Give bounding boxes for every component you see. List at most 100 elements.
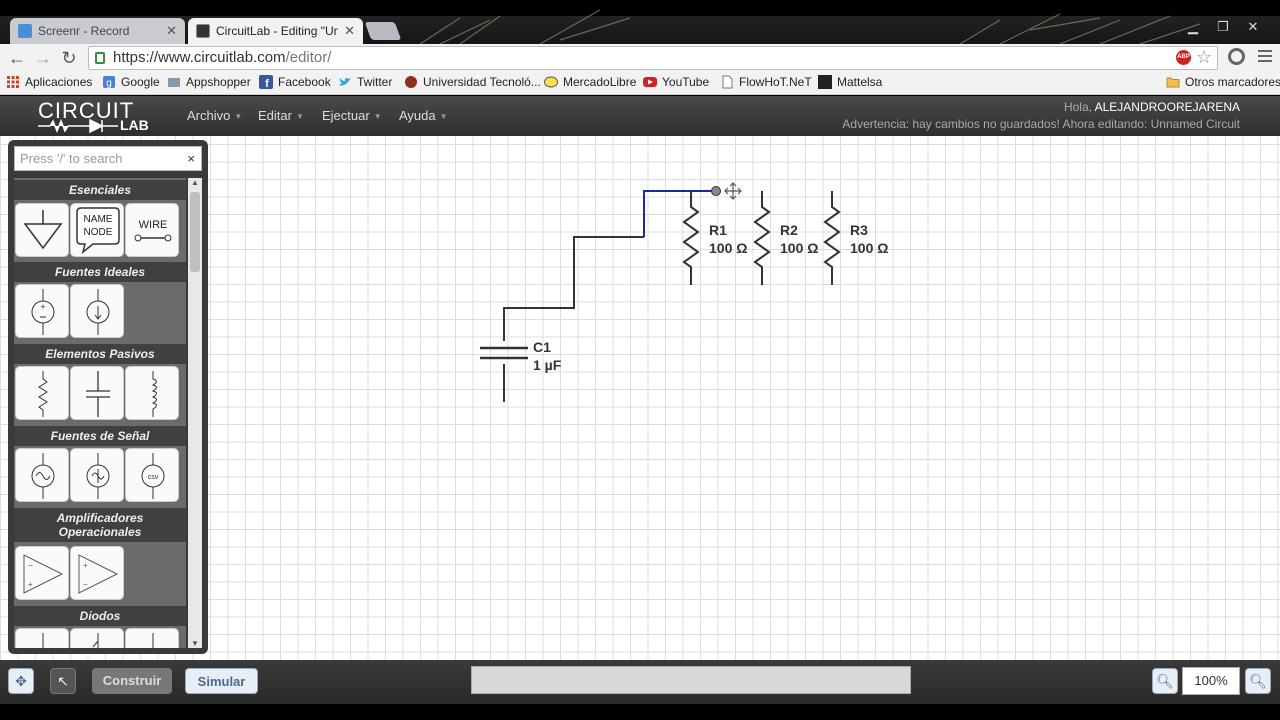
- logo-bottom-text: LAB: [120, 117, 149, 133]
- menu-label: Editar: [258, 108, 292, 123]
- app-header: CIRCUIT LAB Archivo▼ Editar▼ Ejectuar▼ A…: [0, 96, 1280, 136]
- svg-text:+: +: [28, 580, 33, 589]
- caret-down-icon: ▼: [439, 112, 448, 122]
- schematic-canvas[interactable]: R1 100 Ω R2 100 Ω R3 100 Ω C1 1 µF: [0, 136, 1280, 660]
- wire-component[interactable]: WIRE: [125, 203, 179, 257]
- zoom-out-icon[interactable]: 🔍︎: [1152, 668, 1178, 694]
- resistor-component[interactable]: [15, 366, 69, 420]
- ac-voltage-source-component[interactable]: [15, 448, 69, 502]
- zener-component[interactable]: [70, 628, 124, 648]
- bookmark-label: Universidad Tecnoló...: [423, 75, 541, 89]
- menu-ayuda[interactable]: Ayuda▼: [399, 108, 448, 123]
- ac-current-source-component[interactable]: [70, 448, 124, 502]
- category-elementos-pasivos[interactable]: Elementos Pasivos: [14, 344, 186, 364]
- menu-editar[interactable]: Editar▼: [258, 108, 304, 123]
- tab-circuitlab[interactable]: CircuitLab - Editing "Unna ✕: [188, 18, 363, 44]
- scroll-up-icon[interactable]: ▲: [191, 178, 199, 187]
- name-node-line2: NODE: [84, 227, 113, 238]
- bookmark-star-icon[interactable]: ☆: [1196, 47, 1213, 67]
- ground-component[interactable]: [15, 203, 69, 257]
- bookmark-youtube[interactable]: YouTube: [643, 75, 709, 89]
- name-node-component[interactable]: NAME NODE: [70, 203, 124, 257]
- zoom-level[interactable]: 100%: [1182, 667, 1240, 695]
- bookmark-facebook[interactable]: f Facebook: [259, 75, 331, 89]
- current-source-component[interactable]: [70, 284, 124, 338]
- tab-screenr[interactable]: Screenr - Record ✕: [10, 18, 185, 44]
- url-path: /editor/: [285, 49, 332, 66]
- restore-icon[interactable]: ❐: [1217, 19, 1229, 34]
- csv-source-component[interactable]: csv: [125, 448, 179, 502]
- bookmark-label: Facebook: [278, 75, 331, 89]
- new-tab-button[interactable]: [364, 22, 402, 40]
- circuit-wires[interactable]: [503, 236, 644, 402]
- wire-label: WIRE: [139, 219, 168, 231]
- username[interactable]: ALEJANDROOREJARENA: [1094, 100, 1240, 114]
- resistor-r3[interactable]: [823, 191, 841, 285]
- opamp-component[interactable]: −+: [15, 546, 69, 600]
- window-background-art: [419, 9, 1201, 44]
- bookmark-universidad[interactable]: Universidad Tecnoló...: [404, 75, 541, 89]
- bookmark-twitter[interactable]: Twitter: [338, 75, 392, 89]
- category-amplificadores[interactable]: Amplificadores Operacionales: [14, 508, 186, 542]
- bookmark-aplicaciones[interactable]: Aplicaciones: [6, 75, 92, 89]
- university-icon: [405, 76, 417, 88]
- svg-text:−: −: [28, 561, 33, 570]
- opamp-alt-component[interactable]: +−: [70, 546, 124, 600]
- reload-icon[interactable]: ↻: [61, 48, 77, 68]
- bookmark-appshopper[interactable]: Appshopper: [167, 75, 251, 89]
- category-fuentes-ideales[interactable]: Fuentes Ideales: [14, 262, 186, 282]
- diode-component[interactable]: [15, 628, 69, 648]
- caret-down-icon: ▼: [373, 112, 382, 122]
- pan-tool-icon[interactable]: ✥: [8, 668, 34, 694]
- menu-label: Ayuda: [399, 108, 436, 123]
- capacitor-icon: [86, 371, 110, 417]
- category-diodos[interactable]: Diodos: [14, 606, 186, 626]
- category-fuentes-de-senal[interactable]: Fuentes de Señal: [14, 426, 186, 446]
- category-esenciales[interactable]: Esenciales: [14, 180, 186, 200]
- tab-title: Screenr - Record: [38, 24, 130, 38]
- resistor-icon: [38, 371, 48, 417]
- capacitor-c1[interactable]: [480, 346, 528, 360]
- close-window-icon[interactable]: ✕: [1247, 19, 1259, 34]
- other-bookmarks[interactable]: Otros marcadores: [1166, 75, 1280, 89]
- menu-ejectuar[interactable]: Ejectuar▼: [322, 108, 382, 123]
- resistor-r1[interactable]: [682, 200, 700, 285]
- circuitlab-logo[interactable]: CIRCUIT LAB: [38, 98, 168, 134]
- lock-icon: [95, 52, 105, 64]
- svg-text:+: +: [40, 302, 45, 312]
- scroll-down-icon[interactable]: ▼: [191, 639, 199, 648]
- menu-archivo[interactable]: Archivo▼: [187, 108, 242, 123]
- back-arrow-icon[interactable]: ←: [8, 48, 26, 68]
- extension-icon[interactable]: [1228, 48, 1245, 65]
- simulate-button[interactable]: Simular: [185, 668, 258, 694]
- bookmark-label: YouTube: [662, 75, 710, 89]
- forward-arrow-icon[interactable]: →: [34, 48, 52, 68]
- bookmark-flowhot[interactable]: FlowHoT.NeT: [720, 75, 812, 89]
- build-mode-button[interactable]: Construir: [92, 668, 172, 694]
- led-component[interactable]: [125, 628, 179, 648]
- close-tab-icon[interactable]: ✕: [344, 23, 355, 38]
- bookmark-google[interactable]: g Google: [102, 75, 160, 89]
- pointer-tool-icon[interactable]: ↖: [50, 668, 76, 694]
- adblock-icon[interactable]: ABP: [1176, 50, 1191, 65]
- resistor-r2[interactable]: [753, 191, 771, 285]
- close-tab-icon[interactable]: ✕: [166, 23, 177, 38]
- component-search-input[interactable]: Press '/' to search ×: [14, 146, 202, 171]
- zoom-in-icon[interactable]: 🔍︎: [1245, 668, 1271, 694]
- minimize-icon[interactable]: ▁: [1188, 19, 1198, 34]
- wire-selected[interactable]: [643, 190, 716, 237]
- bookmark-mercadolibre[interactable]: MercadoLibre: [544, 75, 636, 89]
- scrollbar-thumb[interactable]: [190, 192, 200, 272]
- inductor-component[interactable]: [125, 366, 179, 420]
- voltage-source-component[interactable]: +: [15, 284, 69, 338]
- bookmark-mattelsa[interactable]: Mattelsa: [818, 75, 882, 89]
- clear-search-icon[interactable]: ×: [187, 151, 195, 166]
- palette-scrollbar[interactable]: ▲ ▼: [188, 178, 202, 648]
- circuit-drawing[interactable]: R1 100 Ω R2 100 Ω R3 100 Ω C1 1 µF: [0, 136, 1280, 660]
- address-bar[interactable]: https://www.circuitlab.com/editor/: [88, 46, 1218, 70]
- appshopper-icon: [168, 78, 180, 87]
- chrome-menu-icon[interactable]: [1258, 50, 1272, 65]
- svg-text:−: −: [83, 580, 88, 589]
- capacitor-component[interactable]: [70, 366, 124, 420]
- wire-endpoint-node[interactable]: [711, 186, 721, 196]
